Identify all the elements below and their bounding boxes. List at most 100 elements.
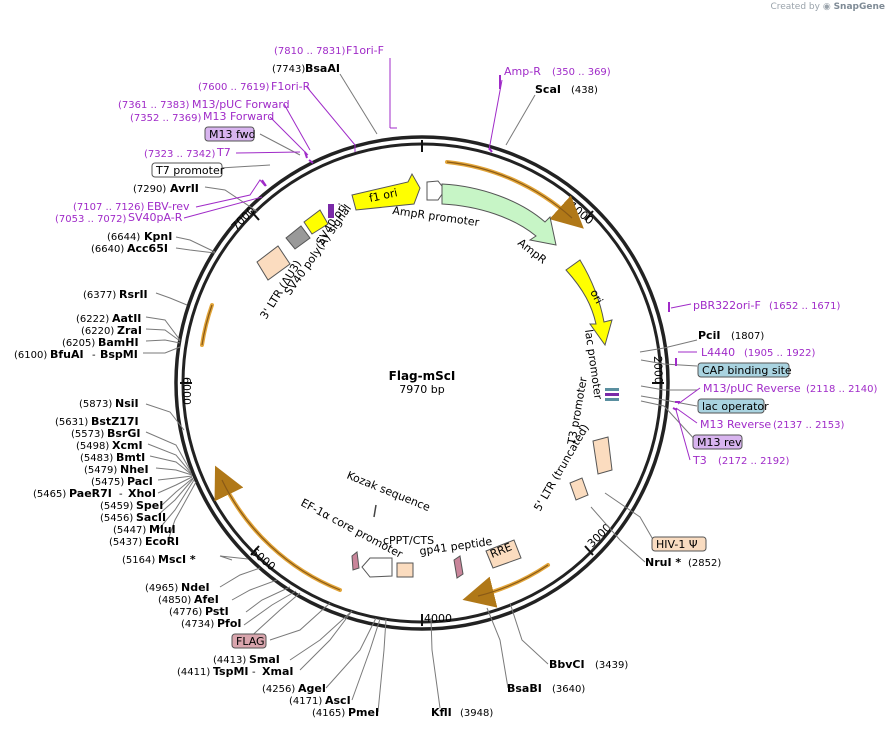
enzyme-bmti-pos: (5483) (80, 453, 113, 464)
primer-pbr322ori-f-pos: (1652 .. 1671) (769, 301, 841, 312)
feature-flag-mark (351, 551, 360, 571)
enzyme-msci-pos: (5164) (122, 555, 155, 566)
enzyme-pfoi-pos: (4734) (181, 619, 214, 630)
box-cap-binding-site-label: CAP binding site (702, 364, 792, 377)
feature-cppt-label: cPPT/CTS (383, 534, 434, 547)
box-t7-promoter-label: T7 promoter (155, 164, 225, 177)
enzyme-afei: AfeI (194, 593, 219, 606)
plasmid-length: 7970 bp (399, 383, 444, 396)
enzyme-bfuai-pos: (6100) (14, 350, 47, 361)
primer-sv40pa-r: SV40pA-R (128, 211, 183, 224)
enzyme-ecori: EcoRI (145, 535, 179, 548)
feature-gp41 (453, 555, 464, 579)
enzyme-paci: PacI (127, 475, 153, 488)
box-lac-operator-label: lac operator (702, 400, 769, 413)
feature-ef1a-promoter (361, 557, 393, 578)
feature-5-ltr-small (569, 477, 589, 501)
primer-ebv-rev: EBV-rev (147, 200, 190, 213)
feature-3-ltr (256, 245, 291, 281)
enzyme-asci: AscI (325, 694, 351, 707)
feature-ampr-promoter-label: AmpR promoter (392, 204, 481, 229)
enzyme-paer7i-sep: - (119, 489, 123, 500)
enzyme-spei-pos: (5459) (100, 501, 133, 512)
enzyme-msci: MscI * (158, 553, 196, 566)
enzyme-pfoi: PfoI (217, 617, 242, 630)
enzyme-nsii: NsiI (115, 397, 139, 410)
enzyme-tspmi-pos: (4411) (177, 667, 210, 678)
enzyme-bbvci-pos: (3439) (595, 660, 628, 671)
primer-amp-r-pos: (350 .. 369) (552, 67, 611, 78)
feature-ef1a-label: EF-1α core promoter (299, 496, 406, 561)
enzyme-bsrgi: BsrGI (107, 427, 140, 440)
enzyme-zrai: ZraI (117, 324, 142, 337)
enzyme-tspmi-sep: - (252, 667, 256, 678)
kozak-mark (373, 504, 377, 518)
enzyme-pcii-pos: (1807) (731, 331, 764, 342)
enzyme-kpni: KpnI (144, 230, 172, 243)
plasmid-name: Flag-mScI (389, 369, 456, 383)
primer-amp-r: Amp-R (504, 65, 541, 78)
enzyme-sacii: SacII (136, 511, 166, 524)
orf-arrow-cores (201, 161, 573, 597)
primer-t3-pos: (2172 .. 2192) (718, 456, 790, 467)
tick-marks (180, 140, 664, 626)
primer-m13-rev: M13 Reverse (700, 418, 771, 431)
enzyme-mlui: MluI (149, 523, 176, 536)
primer-f1ori-f-pos: (7810 .. 7831) (274, 46, 346, 57)
feature-5-ltr-label: 5' LTR (truncated) (531, 422, 591, 514)
backbone-outer (174, 135, 670, 631)
primer-m13-puc-rev-pos: (2118 .. 2140) (806, 384, 878, 395)
enzyme-kfli-pos: (3948) (460, 708, 493, 719)
enzyme-psti: PstI (205, 605, 229, 618)
enzyme-tspmi: TspMI (213, 665, 249, 678)
feature-rre (485, 539, 522, 569)
primer-markers (261, 75, 680, 411)
box-m13-rev-label: M13 rev (697, 436, 742, 449)
enzyme-paer7i: PaeR7I (69, 487, 112, 500)
tick-6000: 6000 (180, 377, 193, 405)
box-m13-fwd-label: M13 fwd (209, 128, 256, 141)
enzyme-ndei: NdeI (181, 581, 210, 594)
enzyme-bbvci: BbvCI (549, 658, 585, 671)
enzyme-ndei-pos: (4965) (145, 583, 178, 594)
enzyme-pcii: PciI (698, 329, 720, 342)
primer-t7: T7 (216, 146, 231, 159)
enzyme-paer7i-pos: (5465) (33, 489, 66, 500)
primer-l4440: L4440 (701, 346, 735, 359)
primer-f1ori-r-pos: (7600 .. 7619) (198, 82, 270, 93)
enzyme-rsrii-pos: (6377) (83, 290, 116, 301)
enzyme-nhei-pos: (5479) (84, 465, 117, 476)
enzyme-bfuai-sep: - (92, 350, 96, 361)
feature-f1-ori (351, 172, 421, 211)
box-flag: FLAG (231, 633, 267, 649)
enzyme-sacii-pos: (5456) (100, 513, 133, 524)
enzyme-afei-pos: (4850) (158, 595, 191, 606)
enzyme-bsaai: BsaAI (305, 62, 340, 75)
feature-ori (565, 259, 613, 347)
feature-5-ltr (592, 436, 613, 475)
box-flag-label: FLAG (236, 635, 265, 648)
enzyme-nsii-pos: (5873) (79, 399, 112, 410)
enzyme-agei: AgeI (298, 682, 326, 695)
enzyme-xhoi: XhoI (128, 487, 156, 500)
enzyme-smai-pos: (4413) (213, 655, 246, 666)
enzyme-scai-pos: (438) (571, 85, 598, 96)
feature-cppt (396, 562, 414, 578)
lac-operator-marks (605, 388, 619, 401)
tick-2000: 2000 (651, 356, 665, 384)
enzyme-bstz17i: BstZ17I (91, 415, 139, 428)
enzyme-bamhi-pos: (6205) (62, 338, 95, 349)
enzyme-aatii: AatII (112, 312, 141, 325)
enzyme-bstz17i-pos: (5631) (55, 417, 88, 428)
orf-arrows (200, 160, 584, 608)
enzyme-nhei: NheI (120, 463, 149, 476)
primer-m13-fwd-pos: (7352 .. 7369) (130, 113, 202, 124)
box-t7-promoter: T7 promoter (151, 162, 225, 178)
enzyme-bspmi: BspMI (100, 348, 138, 361)
enzyme-kpni-pos: (6644) (107, 232, 140, 243)
enzyme-xmai: XmaI (262, 665, 293, 678)
leader-lines (143, 73, 698, 713)
box-m13-fwd: M13 fwd (204, 126, 256, 142)
enzyme-aatii-pos: (6222) (76, 314, 109, 325)
primer-m13-rev-pos: (2137 .. 2153) (773, 420, 845, 431)
